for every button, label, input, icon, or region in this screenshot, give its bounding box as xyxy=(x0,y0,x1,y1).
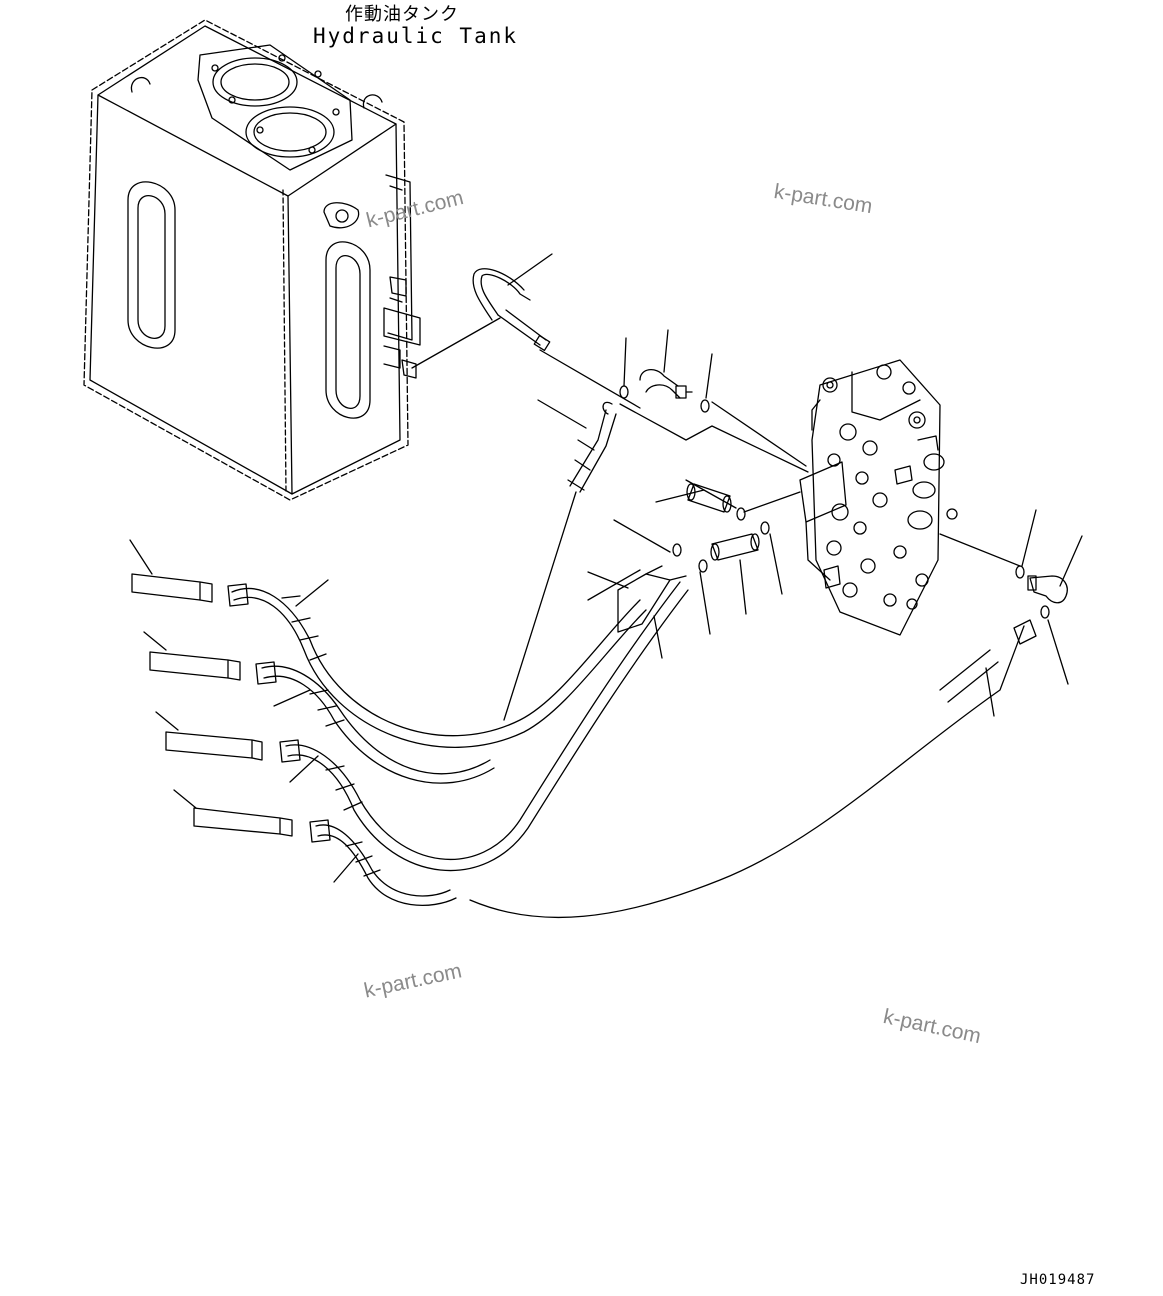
elbow-fitting-upper xyxy=(639,369,693,399)
control-valve xyxy=(799,359,958,636)
tank-drain-tube xyxy=(411,253,641,409)
pipe-ends xyxy=(131,573,293,837)
page-title-english: Hydraulic Tank xyxy=(313,24,519,48)
adapter-fittings xyxy=(686,483,760,561)
elbow-fitting-right xyxy=(1027,575,1068,604)
hoses xyxy=(227,401,1037,919)
drawing-id: JH019487 xyxy=(1020,1272,1096,1288)
leader-lines xyxy=(129,329,1083,883)
o-rings xyxy=(619,385,1050,619)
page-title-japanese: 作動油タンク xyxy=(345,4,459,25)
hydraulic-tank xyxy=(83,19,421,501)
